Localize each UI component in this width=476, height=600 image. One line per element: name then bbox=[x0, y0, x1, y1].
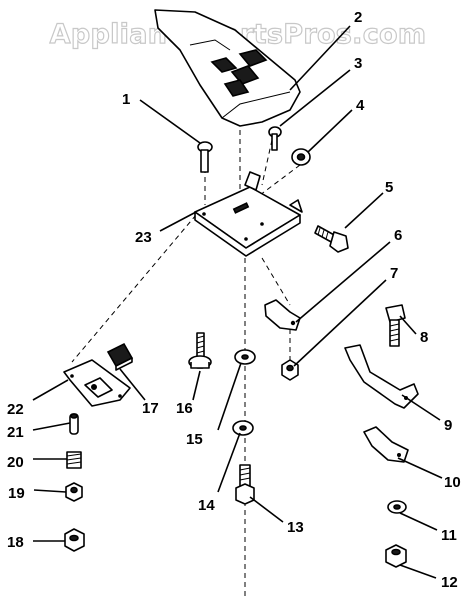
part-bolt-8 bbox=[385, 304, 406, 347]
callout-15: 15 bbox=[186, 431, 203, 448]
part-latch-22 bbox=[63, 359, 131, 407]
callout-14: 14 bbox=[198, 497, 215, 514]
callout-18: 18 bbox=[7, 534, 24, 551]
part-bolt-5 bbox=[314, 225, 349, 253]
callout-10: 10 bbox=[444, 474, 461, 491]
part-pin-21 bbox=[69, 413, 79, 435]
part-bracket-10 bbox=[363, 426, 409, 463]
callout-2: 2 bbox=[354, 9, 362, 26]
part-spring-20 bbox=[66, 451, 82, 469]
callout-7: 7 bbox=[390, 265, 398, 282]
callout-21: 21 bbox=[7, 424, 24, 441]
part-seat-plate bbox=[194, 171, 303, 257]
part-screw-3 bbox=[268, 126, 282, 151]
part-block-17 bbox=[106, 342, 134, 371]
part-bracket-6 bbox=[264, 299, 301, 331]
part-nut-19 bbox=[65, 482, 83, 502]
part-seat bbox=[154, 9, 301, 127]
callout-22: 22 bbox=[7, 401, 24, 418]
part-washer-11 bbox=[387, 500, 407, 514]
part-locknut-7 bbox=[281, 359, 299, 381]
leader-lines bbox=[32, 25, 443, 579]
callout-17: 17 bbox=[142, 400, 159, 417]
callout-5: 5 bbox=[385, 179, 393, 196]
part-nut-4 bbox=[291, 148, 311, 166]
callout-numbers: 1 2 3 4 5 6 7 8 9 10 11 12 13 14 15 16 1… bbox=[7, 9, 461, 591]
callout-23: 23 bbox=[135, 229, 152, 246]
callout-16: 16 bbox=[176, 400, 193, 417]
part-bolt-1 bbox=[197, 141, 213, 173]
callout-13: 13 bbox=[287, 519, 304, 536]
part-nut-18 bbox=[64, 528, 85, 552]
callout-1: 1 bbox=[122, 91, 130, 108]
callout-20: 20 bbox=[7, 454, 24, 471]
callout-4: 4 bbox=[356, 97, 365, 114]
part-bolt-16 bbox=[188, 332, 212, 369]
part-washer-14 bbox=[232, 420, 254, 436]
part-nut-12 bbox=[385, 544, 407, 568]
callout-3: 3 bbox=[354, 55, 362, 72]
part-washer-15 bbox=[234, 349, 256, 365]
callout-11: 11 bbox=[441, 527, 457, 544]
callout-9: 9 bbox=[444, 417, 452, 434]
callout-8: 8 bbox=[420, 329, 428, 346]
callout-12: 12 bbox=[441, 574, 458, 591]
callout-6: 6 bbox=[394, 227, 402, 244]
callout-19: 19 bbox=[8, 485, 25, 502]
